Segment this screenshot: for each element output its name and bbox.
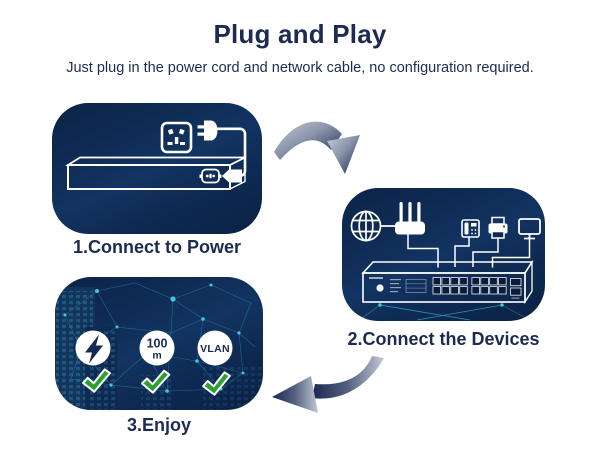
step1-label: 1.Connect to Power (72, 237, 242, 257)
ip-phone-icon (461, 219, 480, 238)
lightning-icon (85, 334, 103, 364)
step2-label: 2.Connect the Devices (347, 329, 540, 349)
wifi-router-icon (395, 202, 425, 235)
printer-icon (488, 216, 508, 239)
plexus-accent-lines (361, 304, 525, 321)
distance-badge: 100 m (139, 330, 175, 366)
curved-arrow-left-icon (272, 356, 384, 413)
checkmark-icon (202, 371, 231, 396)
curved-arrow-down-right-icon (274, 121, 360, 174)
step1-panel (52, 103, 262, 234)
vlan-text: VLAN (200, 343, 230, 355)
uplink-ports (510, 278, 522, 296)
checkmark-icon (82, 368, 111, 393)
device-connection-illustration (350, 202, 541, 321)
page-title: Plug and Play (213, 19, 387, 49)
cord-connector-icon (222, 169, 242, 183)
internet-globe-icon (350, 210, 382, 242)
wall-outlet-icon (160, 121, 193, 154)
step3-label: 3.Enjoy (126, 415, 192, 435)
power-plug-icon (197, 120, 218, 141)
step3-panel: 100 m VLAN (55, 277, 263, 410)
distance-unit-text: m (152, 350, 161, 362)
checkmark-icon (141, 369, 171, 394)
power-cable (217, 127, 247, 178)
power-inlet-icon (199, 168, 222, 184)
distance-value-text: 100 (147, 337, 168, 351)
poe-power-badge (75, 330, 111, 366)
vlan-badge: VLAN (197, 330, 233, 366)
monitor-icon (518, 218, 541, 240)
power-connection-illustration (64, 120, 247, 191)
features-illustration: 100 m VLAN (55, 282, 263, 410)
network-switch-icon (361, 259, 534, 305)
page-subtitle: Just plug in the power cord and network … (66, 60, 534, 76)
step2-panel (342, 188, 545, 321)
rj45-ports (432, 277, 507, 295)
